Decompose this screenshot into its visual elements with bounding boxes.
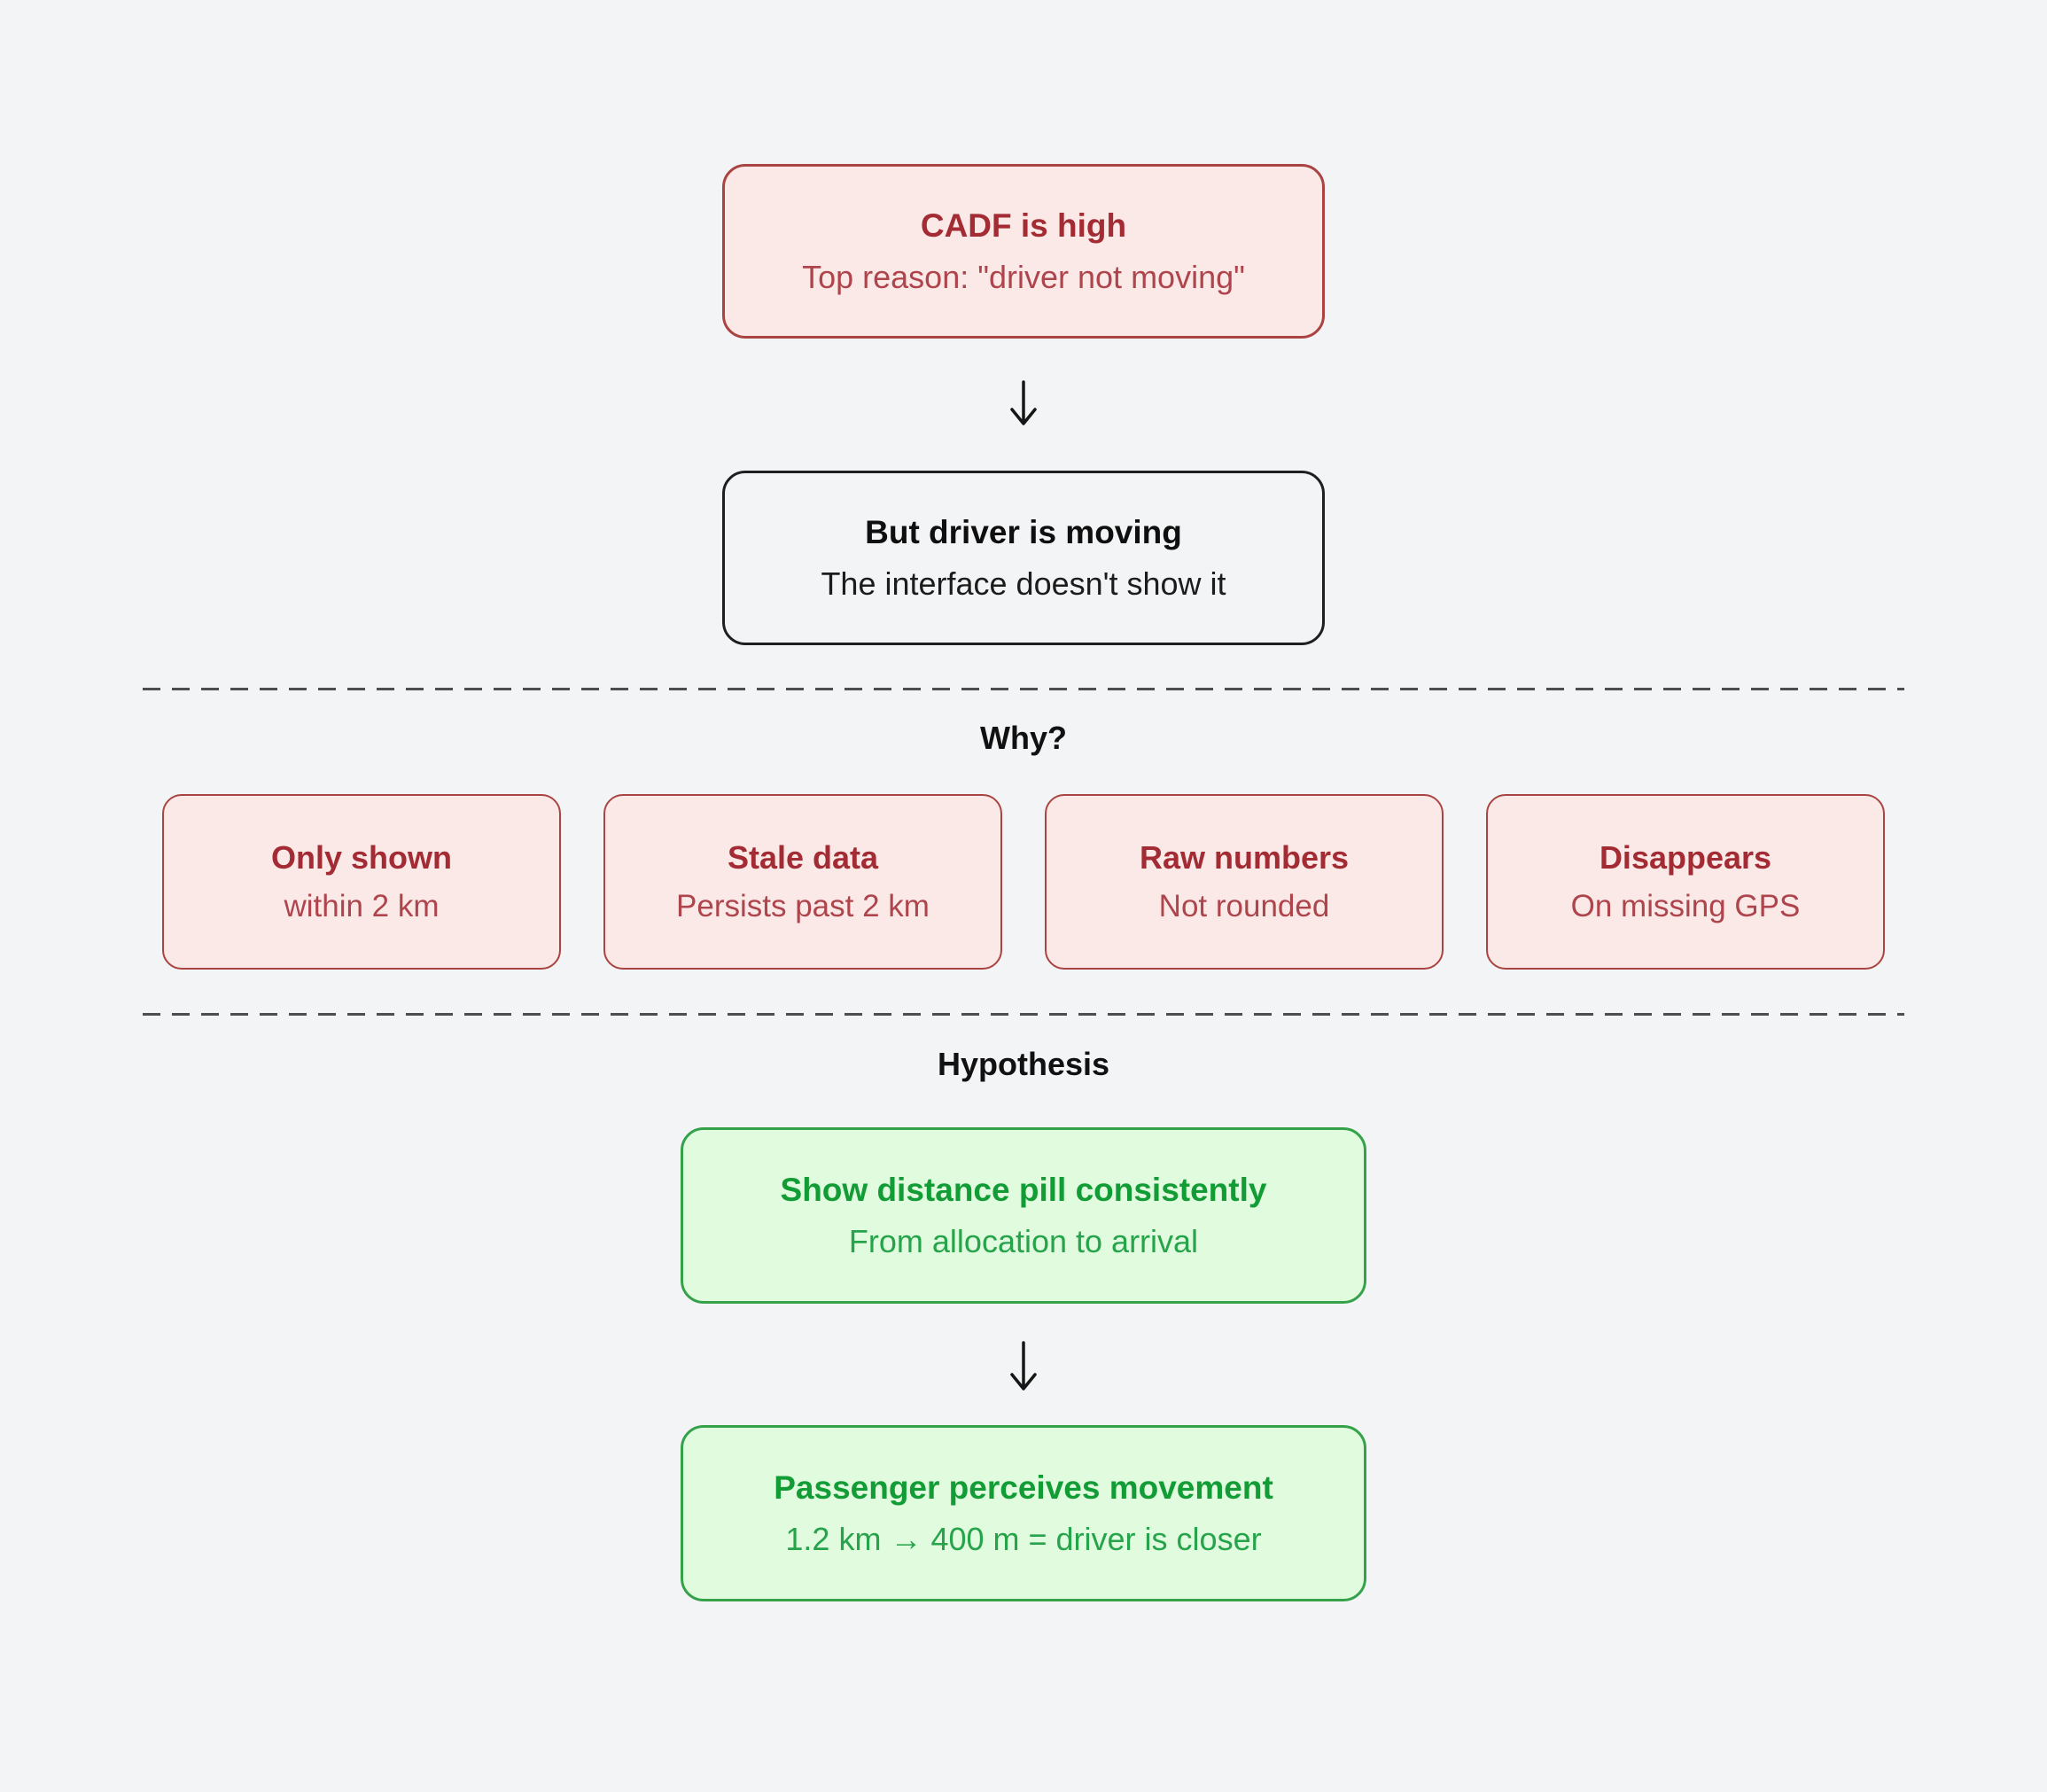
why-heading: Why? — [980, 720, 1067, 756]
card-subtitle: within 2 km — [284, 888, 440, 923]
node-driver-moving: But driver is moving The interface doesn… — [722, 471, 1325, 645]
card-title: Only shown — [270, 839, 452, 877]
node-subtitle: From allocation to arrival — [848, 1223, 1199, 1260]
why-cards-row: Only shown within 2 km Stale data Persis… — [162, 794, 1885, 970]
flow-connector — [1006, 1341, 1041, 1392]
section-divider — [143, 1013, 1904, 1016]
card-subtitle: On missing GPS — [1570, 888, 1801, 923]
node-cadf-high: CADF is high Top reason: "driver not mov… — [722, 164, 1325, 339]
node-passenger-perceives: Passenger perceives movement 1.2 km → 40… — [681, 1425, 1366, 1601]
flow-connector — [1006, 380, 1041, 427]
card-title: Raw numbers — [1139, 839, 1350, 877]
node-title: But driver is moving — [865, 513, 1182, 550]
node-show-distance-pill: Show distance pill consistently From all… — [681, 1127, 1366, 1304]
section-divider — [143, 688, 1904, 690]
card-title: Stale data — [727, 839, 879, 877]
node-subtitle: The interface doesn't show it — [821, 565, 1226, 603]
card-subtitle: Not rounded — [1158, 888, 1330, 923]
node-subtitle: 1.2 km → 400 m = driver is closer — [785, 1521, 1262, 1558]
card-subtitle: Persists past 2 km — [676, 888, 930, 923]
node-title: Passenger perceives movement — [774, 1469, 1273, 1506]
down-arrow-icon — [1010, 380, 1037, 425]
hypothesis-heading: Hypothesis — [937, 1046, 1110, 1082]
node-title: Show distance pill consistently — [780, 1171, 1267, 1208]
node-title: CADF is high — [920, 206, 1127, 244]
card-title: Disappears — [1599, 839, 1772, 877]
why-card-only-shown: Only shown within 2 km — [162, 794, 561, 970]
why-card-raw-numbers: Raw numbers Not rounded — [1045, 794, 1444, 970]
node-subtitle: Top reason: "driver not moving" — [802, 259, 1245, 296]
down-arrow-icon — [1010, 1341, 1037, 1391]
why-card-disappears: Disappears On missing GPS — [1486, 794, 1885, 970]
why-card-stale-data: Stale data Persists past 2 km — [603, 794, 1002, 970]
